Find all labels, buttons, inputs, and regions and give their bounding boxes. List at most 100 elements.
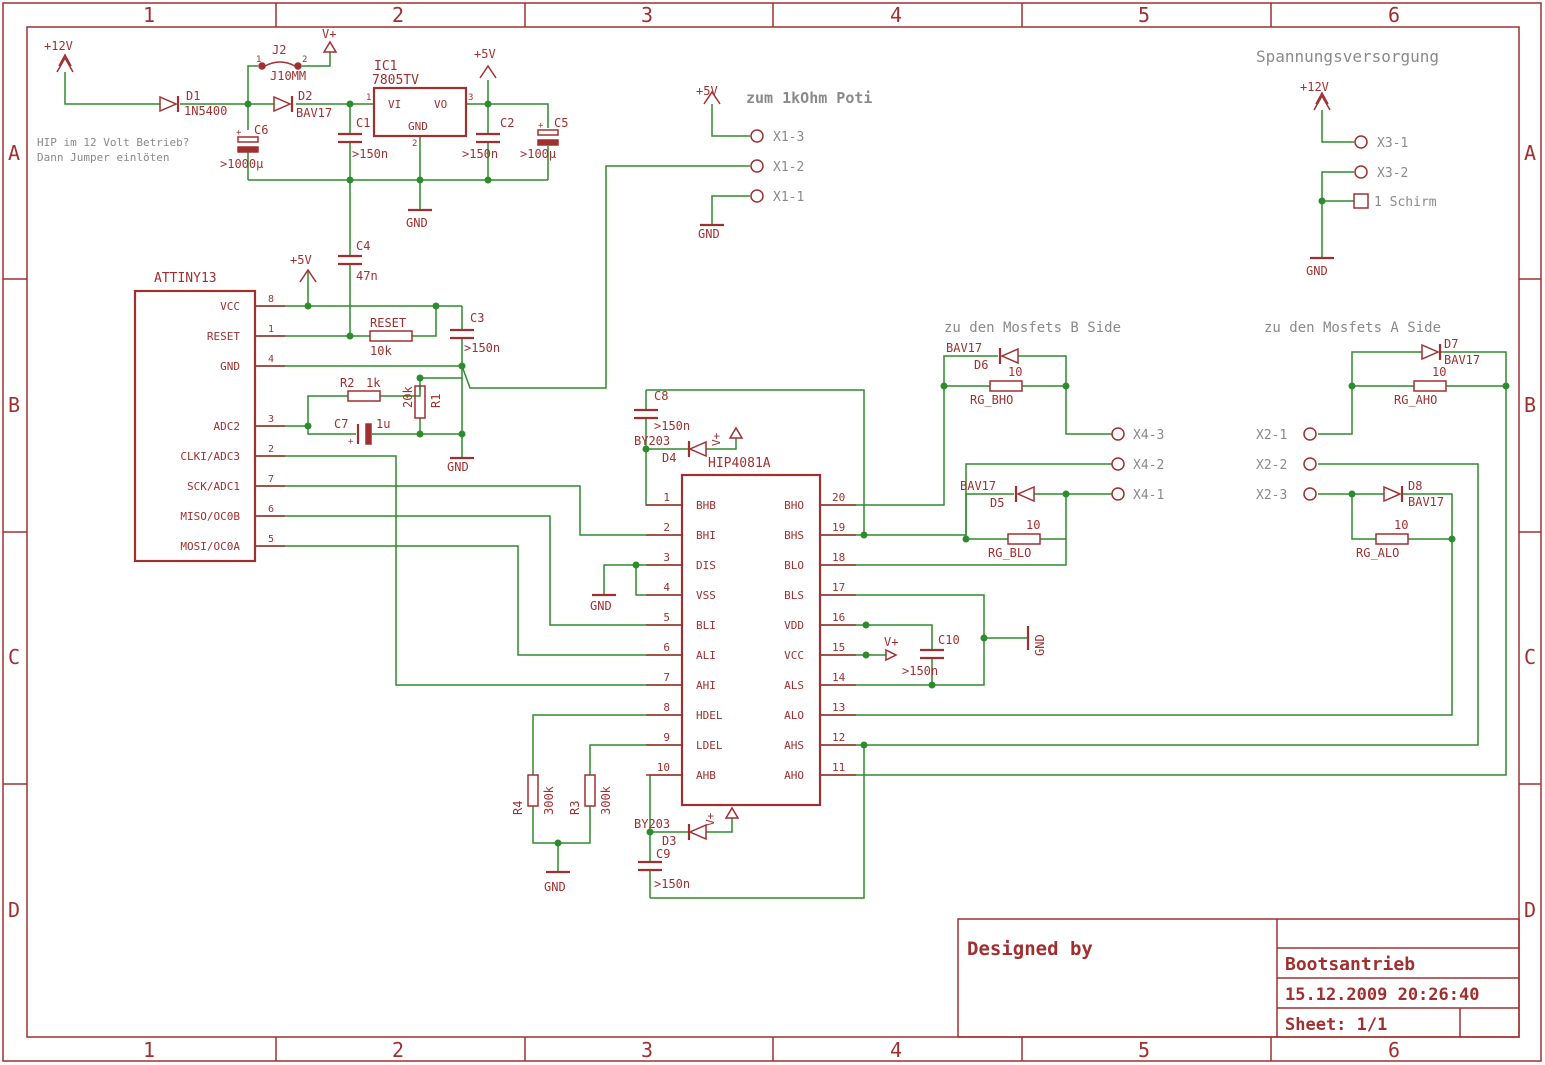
- attiny-pin-number: 1: [268, 324, 274, 335]
- ic1-gnd: GND: [408, 120, 428, 133]
- vplus-label: V+: [322, 27, 336, 41]
- diode-d3-icon: [687, 823, 707, 841]
- hip-pin-label: LDEL: [696, 739, 723, 752]
- attiny-pin-number: 8: [268, 294, 274, 305]
- c2-name: C2: [500, 116, 514, 130]
- rg-alo-name: RG_ALO: [1356, 546, 1399, 560]
- hip-pin-label: BHB: [696, 499, 716, 512]
- rg-blo-name: RG_BLO: [988, 546, 1031, 560]
- j2-pin1: 1: [256, 55, 261, 65]
- p5v-label: +5V: [696, 84, 718, 98]
- d3-name: D3: [662, 834, 676, 848]
- gnd-label: GND: [1033, 634, 1047, 656]
- hip-pin-label: AHO: [784, 769, 804, 782]
- hip-pin-label: BLI: [696, 619, 716, 632]
- d6-name: D6: [974, 358, 988, 372]
- d6-value: BAV17: [946, 341, 982, 355]
- rg-bho-name: RG_BHO: [970, 393, 1013, 407]
- ic1-pin2: 2: [412, 139, 417, 149]
- hip-pin-label: BHS: [784, 529, 804, 542]
- poti-note: zum 1kOhm Poti: [746, 89, 872, 107]
- vplus-triangle-icon: [724, 806, 740, 819]
- notes: Spannungsversorgung zum 1kOhm Poti zu de…: [37, 47, 1441, 336]
- attiny-pin-label: ADC2: [214, 420, 241, 433]
- col-label-bottom: 5: [1138, 1038, 1150, 1062]
- hip-pin-label: BLS: [784, 589, 804, 602]
- hip-pin-number: 6: [663, 641, 670, 654]
- p5v-arrow-icon: [299, 268, 317, 283]
- capacitor-c2-icon: [476, 132, 500, 144]
- hip-pin-number: 1: [663, 491, 670, 504]
- hip-pin-number: 11: [832, 761, 845, 774]
- p5v-label: +5V: [474, 47, 496, 61]
- hip-pin-label: AHS: [784, 739, 804, 752]
- attiny-pin-number: 7: [268, 474, 274, 485]
- p5v-arrow-icon: [479, 64, 497, 79]
- mosfet-b-note: zu den Mosfets B Side: [944, 320, 1121, 336]
- col-label-bottom: 1: [143, 1038, 155, 1062]
- j2-pin2: 2: [302, 55, 307, 65]
- diode-d2-icon: [273, 95, 294, 113]
- attiny-pin-label: CLKI/ADC3: [180, 450, 240, 463]
- jumper-note-1: HIP im 12 Volt Betrieb?: [37, 136, 189, 149]
- d4-name: D4: [662, 451, 676, 465]
- hip-pin-number: 4: [663, 581, 670, 594]
- d3-value: BY203: [634, 817, 670, 831]
- d1-value: 1N5400: [184, 104, 227, 118]
- row-label-right: A: [1524, 141, 1536, 165]
- r1-name: R1: [429, 394, 443, 408]
- d1-name: D1: [186, 89, 200, 103]
- hip-pin-label: AHI: [696, 679, 716, 692]
- x1-pin-label: X1-2: [773, 160, 804, 175]
- hip-pin-number: 2: [663, 521, 670, 534]
- vplus-triangle-icon: [885, 648, 898, 662]
- resistor-r1-icon: [414, 385, 426, 419]
- capacitor-c5-icon: [537, 129, 559, 146]
- attiny-pin-label: MOSI/OC0A: [180, 540, 240, 553]
- r3-name: R3: [568, 801, 582, 815]
- p5v-label: +5V: [290, 253, 312, 267]
- capacitor-c1-icon: [338, 132, 362, 144]
- attiny-name: ATTINY13: [154, 271, 217, 286]
- p12v-label: +12V: [44, 39, 73, 53]
- diode-d7-icon: [1421, 343, 1442, 361]
- hip-pin-label: VDD: [784, 619, 804, 632]
- wires: [64, 52, 1507, 899]
- c7-name: C7: [334, 417, 348, 431]
- x4-pin-label: X4-2: [1133, 458, 1164, 473]
- c7-plus: +: [348, 437, 354, 447]
- capacitor-c8-icon: [634, 408, 658, 420]
- r4-value: 300k: [542, 785, 556, 815]
- hip-pin-number: 10: [657, 761, 670, 774]
- connector-pad-icon: [750, 129, 764, 143]
- d5-value: BAV17: [960, 479, 996, 493]
- regulator-ic1: IC1 7805TV VI VO GND 1 2 3: [366, 59, 473, 149]
- connector-pad-icon: [1303, 457, 1317, 471]
- vplus-label: V+: [704, 812, 717, 826]
- ic1-vo: VO: [434, 98, 447, 111]
- c4-name: C4: [356, 239, 370, 253]
- c5-name: C5: [554, 116, 568, 130]
- c5-plus: +: [538, 121, 544, 131]
- vplus-triangle-icon: [728, 426, 744, 439]
- c10-value: >150n: [902, 664, 938, 678]
- hip-pin-label: ALS: [784, 679, 804, 692]
- hip-pin-label: VCC: [784, 649, 804, 662]
- d2-name: D2: [298, 89, 312, 103]
- attiny-pin-label: SCK/ADC1: [187, 480, 240, 493]
- resistor-r3-icon: [584, 774, 596, 807]
- col-label-bottom: 4: [890, 1038, 902, 1062]
- attiny-pin-label: RESET: [207, 330, 240, 343]
- ic1-value: 7805TV: [372, 73, 419, 88]
- hip-pin-label: DIS: [696, 559, 716, 572]
- hip-pin-number: 13: [832, 701, 845, 714]
- row-label-left: B: [8, 393, 20, 417]
- vplus-triangle-icon: [322, 40, 338, 53]
- ic1-vi: VI: [388, 98, 401, 111]
- connector-pad-icon: [1354, 135, 1368, 149]
- x1-pin-label: X1-3: [773, 130, 804, 145]
- capacitor-c7-icon: [356, 423, 372, 445]
- col-label-top: 2: [392, 3, 404, 27]
- capacitor-c9-icon: [638, 860, 662, 872]
